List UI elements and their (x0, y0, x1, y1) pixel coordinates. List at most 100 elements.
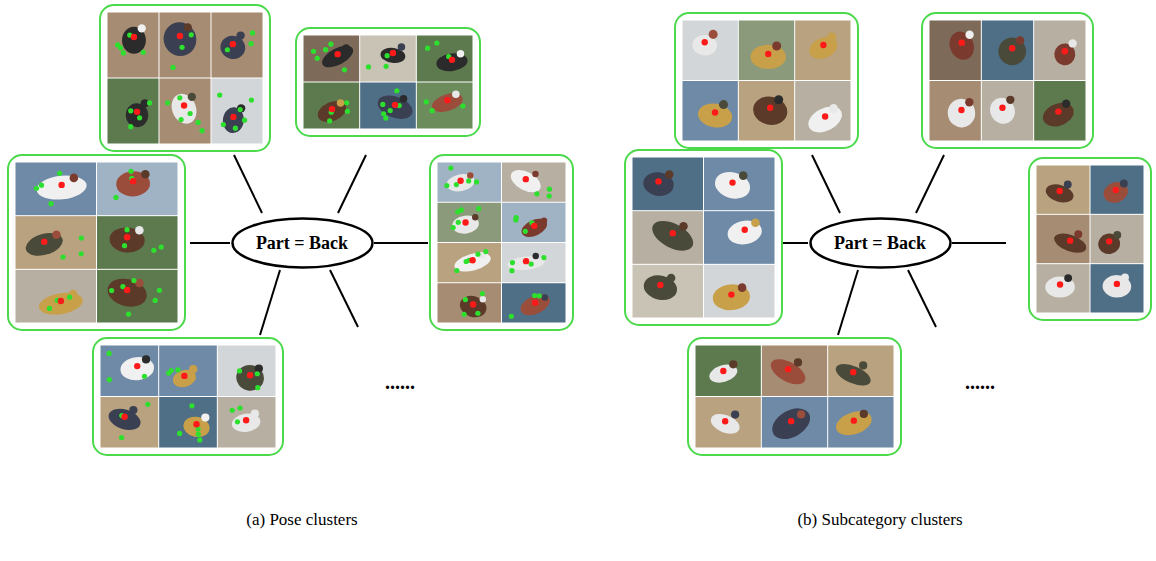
keypoint-dot (547, 187, 552, 192)
keypoint-dot (235, 419, 240, 424)
keypoint-dot (60, 254, 65, 259)
photo-cell (16, 163, 97, 216)
back-point-dot (334, 51, 340, 57)
keypoint-dot (79, 235, 84, 240)
photo-cell (160, 79, 211, 144)
keypoint-dot (159, 244, 164, 249)
keypoint-dot (444, 183, 449, 188)
photo-cell (360, 83, 416, 129)
bird-head (774, 95, 783, 104)
photo-cell (1034, 81, 1085, 141)
bird-shape (35, 173, 88, 202)
back-point-dot (523, 258, 529, 264)
back-point-dot (177, 33, 183, 39)
photo-cell (828, 346, 893, 397)
bird-head (452, 90, 460, 98)
bird-head (201, 413, 209, 421)
bird-head (860, 410, 868, 418)
keypoint-dot (196, 432, 201, 437)
keypoint-dot (170, 65, 175, 70)
subfigure-caption: (b) Subcategory clusters (797, 510, 962, 530)
image-cluster (100, 5, 270, 151)
bird-shape (647, 215, 698, 257)
bird-shape (708, 410, 742, 438)
back-point-dot (1009, 45, 1015, 51)
bird-shape (1102, 274, 1132, 298)
back-point-dot (712, 109, 718, 115)
bird-shape (994, 33, 1030, 69)
photo-cell (212, 13, 263, 78)
keypoint-dot (242, 118, 247, 123)
back-point-dot (457, 178, 463, 184)
keypoint-dot (153, 298, 158, 303)
keypoint-dot (249, 98, 254, 103)
part-label: Part = Back (256, 233, 348, 254)
back-point-dot (657, 282, 663, 288)
bird-head (772, 42, 781, 51)
bird-shape (804, 101, 846, 137)
keypoint-dot (166, 370, 171, 375)
keypoint-dot (128, 124, 133, 129)
back-point-dot (243, 417, 249, 423)
keypoint-dot (128, 108, 133, 113)
back-point-dot (329, 106, 335, 112)
bird-head (255, 364, 263, 372)
bird-head (667, 274, 676, 283)
photo-cell (683, 21, 738, 81)
keypoint-dot (179, 117, 184, 122)
bird-head (542, 294, 548, 300)
bird-head (665, 170, 674, 179)
bird-shape (517, 290, 553, 319)
keypoint-dot (424, 99, 429, 104)
bird-head (859, 361, 867, 369)
keypoint-dot (157, 288, 162, 293)
bird-shape (712, 283, 751, 312)
keypoint-dot (39, 183, 44, 188)
keypoint-dot (323, 47, 328, 52)
back-point-dot (130, 178, 136, 184)
photo-cell (762, 397, 827, 448)
keypoint-dot (451, 225, 456, 230)
photo-cell (633, 158, 704, 211)
photo-cell (930, 21, 981, 81)
back-point-dot (728, 291, 734, 297)
bird-head (400, 95, 408, 103)
photo-cell (438, 163, 502, 202)
keypoint-dot (250, 30, 255, 35)
keypoint-dot (342, 67, 347, 72)
keypoint-dot (196, 120, 201, 125)
back-point-dot (1067, 237, 1073, 243)
keypoint-dot (255, 385, 260, 390)
keypoint-dot (509, 268, 514, 273)
keypoint-dot (177, 431, 182, 436)
keypoint-dot (248, 41, 253, 46)
bird-head (1064, 181, 1072, 189)
spoke-line (190, 242, 230, 244)
bird-head (52, 230, 61, 239)
keypoint-dot (128, 169, 133, 174)
photo-cell (438, 243, 502, 282)
keypoint-dot (541, 255, 546, 260)
keypoint-dot (141, 50, 146, 55)
bird-shape (507, 165, 544, 196)
bird-head (719, 100, 728, 109)
bird-shape (726, 218, 764, 247)
bird-head (739, 171, 748, 180)
keypoint-dot (344, 100, 349, 105)
bird-head (1068, 39, 1076, 47)
keypoint-dot (366, 64, 371, 69)
back-point-dot (444, 97, 450, 103)
bird-shape (1101, 179, 1131, 206)
bird-shape (319, 41, 357, 72)
keypoint-dot (230, 408, 235, 413)
bird-head (472, 214, 478, 220)
back-point-dot (820, 42, 826, 48)
photo-cell (360, 36, 416, 82)
bird-shape (833, 360, 874, 390)
photo-cell (633, 265, 704, 318)
keypoint-dot (188, 111, 193, 116)
bird-head (457, 50, 465, 58)
back-point-dot (785, 366, 791, 372)
back-point-dot (392, 102, 398, 108)
bird-shape (104, 274, 150, 311)
